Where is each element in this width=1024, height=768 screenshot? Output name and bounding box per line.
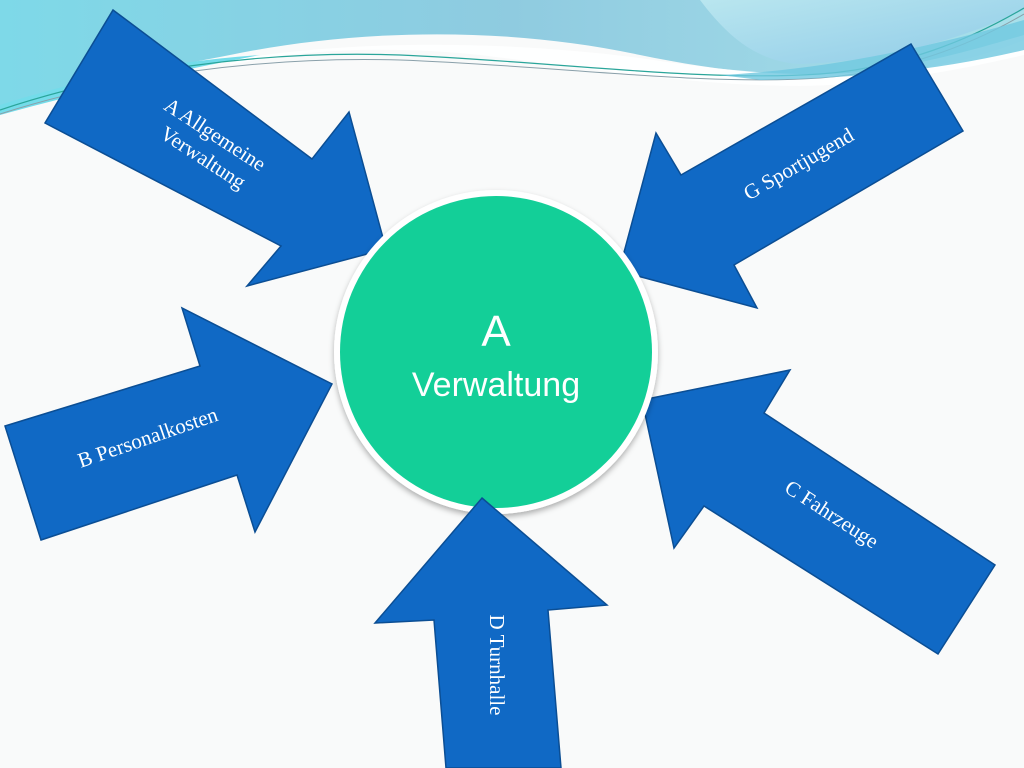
center-node-verwaltung[interactable]: A Verwaltung xyxy=(334,190,658,514)
arrow-d-label: D Turnhalle xyxy=(485,615,509,716)
wave-band-lower-right xyxy=(720,20,1024,80)
center-title: A xyxy=(481,307,511,356)
center-subtitle: Verwaltung xyxy=(412,366,580,404)
arrow-c-shape xyxy=(641,368,997,656)
arrow-a-shape xyxy=(43,8,387,288)
arrow-b-personalkosten[interactable]: B Personalkosten xyxy=(4,306,334,541)
arrow-b-shape xyxy=(4,306,334,541)
wave-white-sweep xyxy=(230,35,1024,86)
arrow-c-fahrzeuge[interactable]: C Fahrzeuge xyxy=(641,368,997,656)
arrow-g-shape xyxy=(618,42,965,310)
svg-text:D Turnhalle: D Turnhalle xyxy=(485,615,509,716)
arrow-d-shape xyxy=(373,496,609,768)
center-circle xyxy=(340,196,652,508)
arrow-g-sportjugend[interactable]: G Sportjugend xyxy=(618,42,965,310)
arrow-a-allgemeine-verwaltung[interactable]: A Allgemeine Verwaltung xyxy=(43,8,387,288)
arrow-d-turnhalle[interactable]: D Turnhalle xyxy=(373,496,609,768)
wave-band-right xyxy=(700,0,1024,64)
